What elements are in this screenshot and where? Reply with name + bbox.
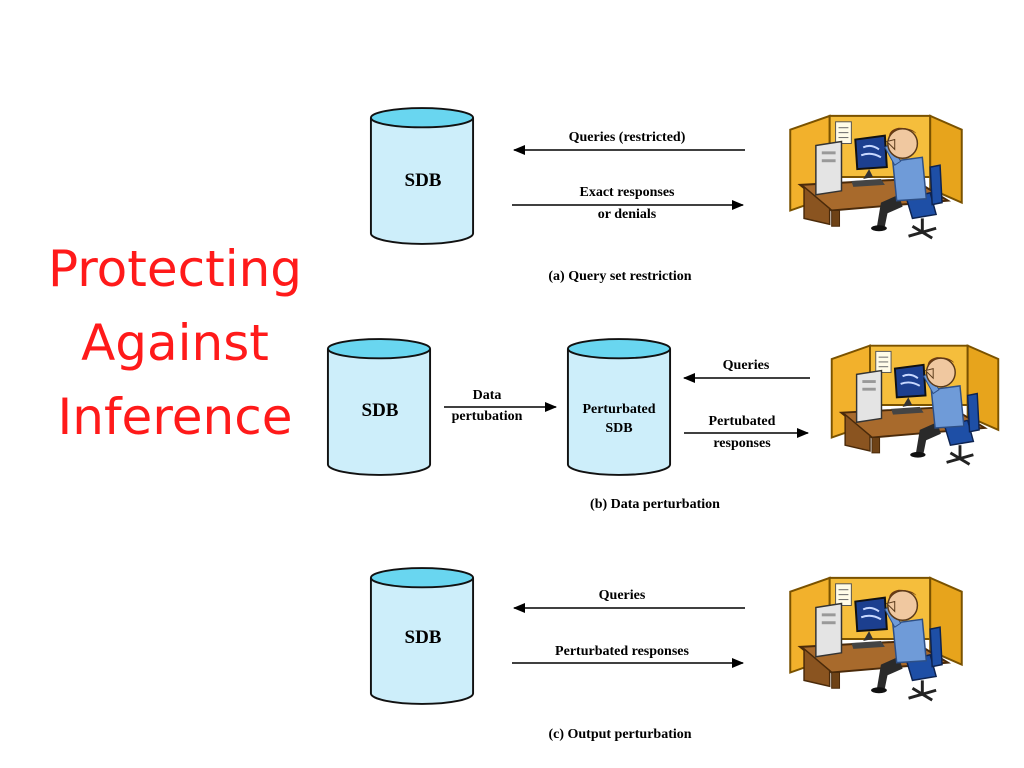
sdb-label-c: SDB <box>405 627 442 648</box>
queries-label-c: Queries <box>599 588 646 603</box>
panel-a-query-set-restriction: SDB Queries (restricted) Exact responses… <box>369 107 964 284</box>
queries-label-b: Queries <box>723 358 770 373</box>
perturbated-sdb-label-2: SDB <box>605 421 632 436</box>
caption-b: (b) Data perturbation <box>590 497 720 512</box>
user-at-computer-icon <box>830 344 1000 466</box>
queries-restricted-label: Queries (restricted) <box>569 130 686 145</box>
data-pertubation-label-1: Data <box>473 388 502 403</box>
slide-title: Protecting Against Inference <box>30 232 320 454</box>
user-at-computer-icon <box>788 114 964 240</box>
sdb-label-b: SDB <box>362 400 399 421</box>
title-line-2: Against <box>81 314 269 372</box>
title-line-3: Inference <box>57 388 293 446</box>
perturbated-responses-label: Perturbated responses <box>555 644 689 659</box>
user-at-computer-icon <box>788 576 964 702</box>
exact-responses-label-1: Exact responses <box>579 185 675 200</box>
exact-responses-label-2: or denials <box>598 207 657 222</box>
sdb-label-a: SDB <box>405 170 442 191</box>
caption-c: (c) Output perturbation <box>548 727 691 742</box>
pertubated-responses-label-2: responses <box>713 436 771 451</box>
pertubated-responses-label-1: Pertubated <box>709 414 776 429</box>
caption-a: (a) Query set restriction <box>548 269 691 284</box>
panel-c-output-perturbation: SDB Queries Perturbated responses (c) Ou… <box>369 567 964 742</box>
title-line-1: Protecting <box>47 240 303 298</box>
panel-b-data-perturbation: SDB Data pertubation Perturbated SDB Que… <box>326 338 1000 512</box>
data-pertubation-label-2: pertubation <box>452 409 523 424</box>
perturbated-sdb-label-1: Perturbated <box>582 402 655 417</box>
